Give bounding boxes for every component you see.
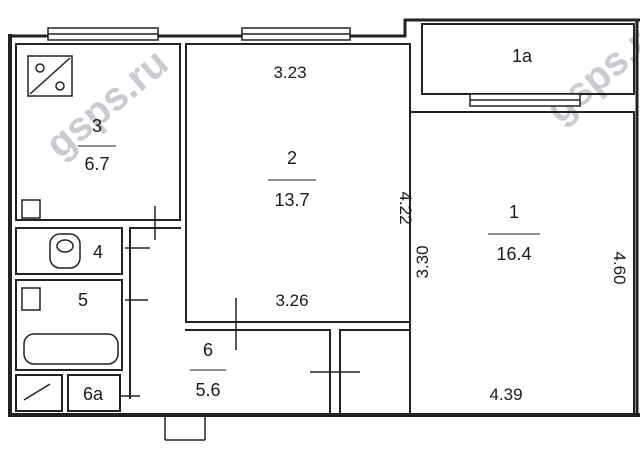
toilet-icon (49, 233, 81, 269)
ventilation-box (27, 55, 73, 97)
room-6a-number: 6a (83, 384, 104, 404)
doors (120, 206, 360, 441)
room-3-area: 6.7 (84, 154, 109, 174)
room-4-number: 4 (93, 242, 103, 262)
dimension-room2-height: 4.22 (396, 191, 415, 224)
dimension-room1-left: 3.30 (413, 245, 432, 278)
room-1-number: 1 (509, 202, 519, 222)
bathtub-icon (23, 333, 119, 365)
room-5-number: 5 (78, 290, 88, 310)
sink-icon (21, 287, 41, 311)
room-1-area: 16.4 (496, 244, 531, 264)
room-3-number: 3 (92, 116, 102, 136)
room-labels: 3 6.7 2 13.7 1a 1 16.4 4 5 6 5.6 6a (78, 46, 540, 404)
dimension-labels: 3.23 3.26 4.22 3.30 4.60 4.39 (273, 63, 629, 404)
dimension-room1-bottom: 4.39 (489, 385, 522, 404)
dimension-room2-bottom: 3.26 (275, 291, 308, 310)
fixtures (21, 55, 119, 401)
walls (8, 18, 640, 417)
room-2-area: 13.7 (274, 190, 309, 210)
wall-ledge (21, 199, 41, 219)
room-6-area: 5.6 (195, 380, 220, 400)
dimension-room1-right: 4.60 (610, 251, 629, 284)
room-1a-number: 1a (512, 46, 533, 66)
windows (47, 27, 581, 107)
room-2-number: 2 (287, 148, 297, 168)
dimension-room2-top: 3.23 (273, 63, 306, 82)
room-6-number: 6 (203, 340, 213, 360)
